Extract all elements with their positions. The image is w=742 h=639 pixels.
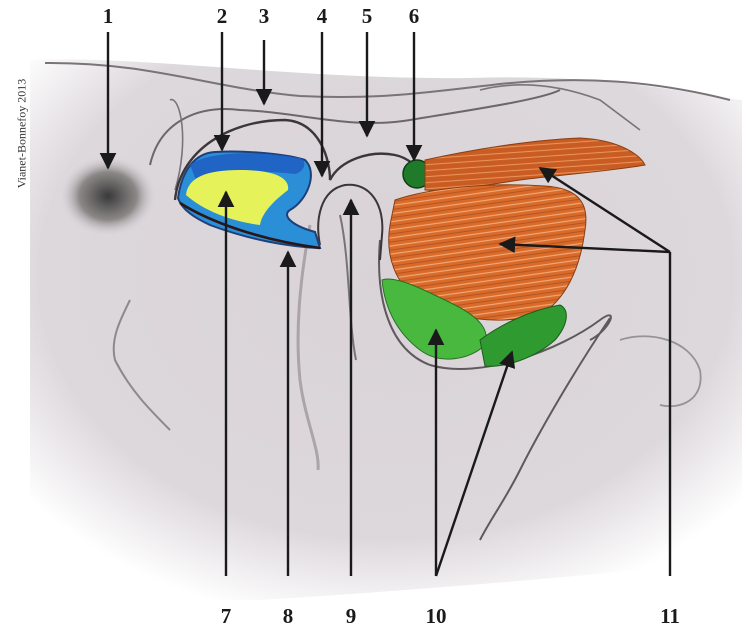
label-11: 11 [650, 604, 690, 629]
label-6: 6 [394, 4, 434, 29]
label-1: 1 [88, 4, 128, 29]
label-8: 8 [268, 604, 308, 629]
label-10: 10 [416, 604, 456, 629]
artist-credit: Vianet-Bonnefoy 2013 [15, 54, 30, 214]
skull-background [30, 59, 742, 600]
label-5: 5 [347, 4, 387, 29]
label-3: 3 [244, 4, 284, 29]
label-4: 4 [302, 4, 342, 29]
label-7: 7 [206, 604, 246, 629]
label-9: 9 [331, 604, 371, 629]
label-2: 2 [202, 4, 242, 29]
